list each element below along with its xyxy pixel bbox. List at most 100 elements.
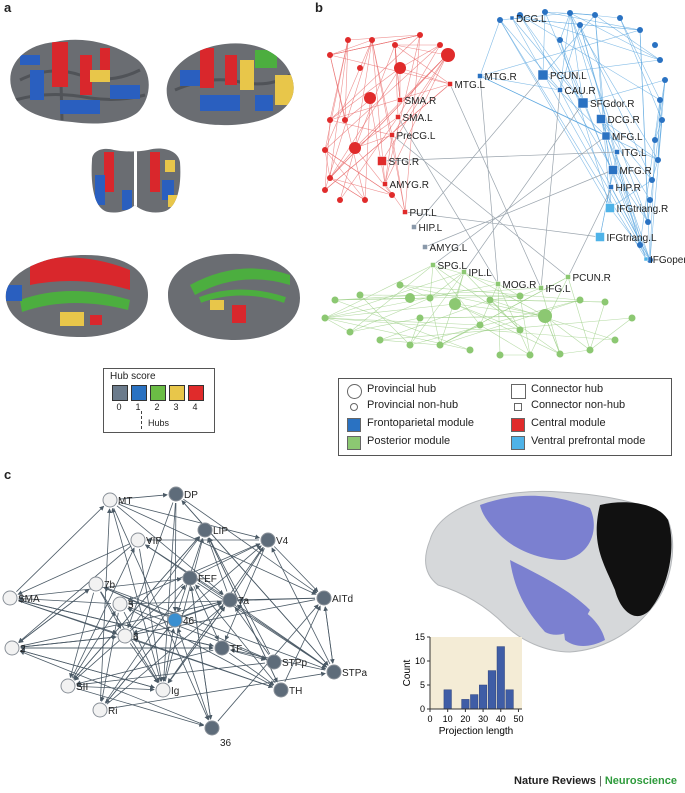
labelled-node [397, 97, 403, 103]
area-node [155, 682, 171, 698]
connection-edge [197, 582, 328, 668]
area-node [316, 590, 332, 606]
network-edge [359, 294, 521, 297]
connection-edge [103, 587, 266, 659]
brain-dorsal [91, 148, 181, 213]
network-edge [399, 284, 581, 301]
area-label: Ig [171, 686, 179, 697]
frontoparietal-node [567, 10, 573, 16]
network-edge [519, 287, 542, 297]
posterior-node [611, 336, 619, 344]
legend-symbol [347, 384, 362, 399]
central-node [327, 117, 333, 123]
network-edge [397, 44, 441, 118]
posterior-node [376, 336, 384, 344]
network-edge [609, 179, 653, 209]
labelled-node [537, 69, 549, 81]
x-axis-label: Projection length [439, 726, 514, 737]
network-edge [589, 317, 633, 351]
central-node [369, 37, 375, 43]
node-label: MTG.L [455, 80, 486, 91]
frontoparietal-node [659, 117, 665, 123]
connection-edge [128, 597, 316, 607]
network-edge [511, 17, 641, 31]
labelled-node [411, 224, 417, 230]
connection-edge [104, 586, 327, 670]
posterior-node [331, 296, 339, 304]
central-node [345, 37, 351, 43]
connection-edge [111, 507, 161, 682]
network-edge [544, 315, 591, 351]
inter-module-edge [391, 134, 569, 278]
area-node [117, 628, 133, 644]
connection-edge [100, 508, 112, 702]
network-edge [344, 39, 349, 121]
posterior-hub-node [405, 293, 415, 303]
node-label: MTG.R [485, 72, 517, 83]
central-node [389, 192, 395, 198]
area-label: VIP [146, 536, 162, 547]
frontoparietal-node [517, 12, 523, 18]
legend-label: Posterior module [367, 435, 451, 447]
inter-module-edge [479, 75, 499, 285]
hub-score-swatch-0 [112, 385, 128, 401]
connection-edge [167, 547, 264, 684]
network-edge [569, 12, 659, 161]
network-edge [559, 12, 571, 91]
node-label: PUT.L [410, 208, 438, 219]
connection-edge [132, 637, 273, 688]
posterior-node [406, 341, 414, 349]
network-edge [654, 79, 666, 141]
area-node [2, 590, 18, 606]
network-edge [379, 317, 633, 341]
area-node [88, 576, 104, 592]
network-edge [542, 11, 546, 76]
network-edge [354, 134, 393, 149]
macaque-cortex-surface [425, 490, 674, 653]
connection-edge [105, 626, 170, 704]
posterior-node [346, 328, 354, 336]
network-edge [329, 119, 393, 136]
area-label: 6 [133, 632, 139, 643]
legend-label: Central module [531, 417, 606, 429]
posterior-node [356, 291, 364, 299]
panel-b-label: b [315, 0, 323, 15]
node-label: PCUN.L [550, 71, 587, 82]
histogram-bar [470, 694, 479, 710]
connection-edge [139, 548, 164, 682]
area-label: DP [184, 490, 198, 501]
network-edge [639, 99, 661, 246]
network-edge [329, 177, 393, 196]
connection-edge [20, 600, 222, 647]
network-edge [605, 135, 649, 223]
network-edge [429, 264, 434, 299]
network-edge [371, 39, 406, 213]
network-edge [409, 299, 581, 346]
x-tick-label: 0 [427, 714, 432, 724]
network-edge [589, 301, 606, 351]
connection-edge [128, 606, 267, 660]
hub-score-level: 0 [116, 402, 122, 412]
histogram-bar [487, 670, 496, 710]
network-edge [324, 149, 331, 179]
connection-edge [193, 586, 219, 641]
central-hub-node [394, 62, 406, 74]
hub-score-swatch-3 [169, 385, 185, 401]
network-edge [619, 17, 661, 101]
posterior-node [426, 294, 434, 302]
x-tick-label: 40 [496, 714, 506, 724]
posterior-node [466, 346, 474, 354]
frontoparietal-node [649, 177, 655, 183]
network-edge [384, 134, 393, 185]
connection-edges [16, 492, 335, 727]
network-edge [651, 159, 659, 181]
network-edge [324, 303, 456, 319]
y-axis-label: Count [402, 659, 413, 686]
area-node [214, 640, 230, 656]
inter-module-edge [424, 169, 614, 248]
network-edge [329, 39, 349, 179]
node-label: IFGtriang.R [617, 204, 669, 215]
network-edge [354, 39, 373, 149]
network-edge [394, 44, 399, 118]
